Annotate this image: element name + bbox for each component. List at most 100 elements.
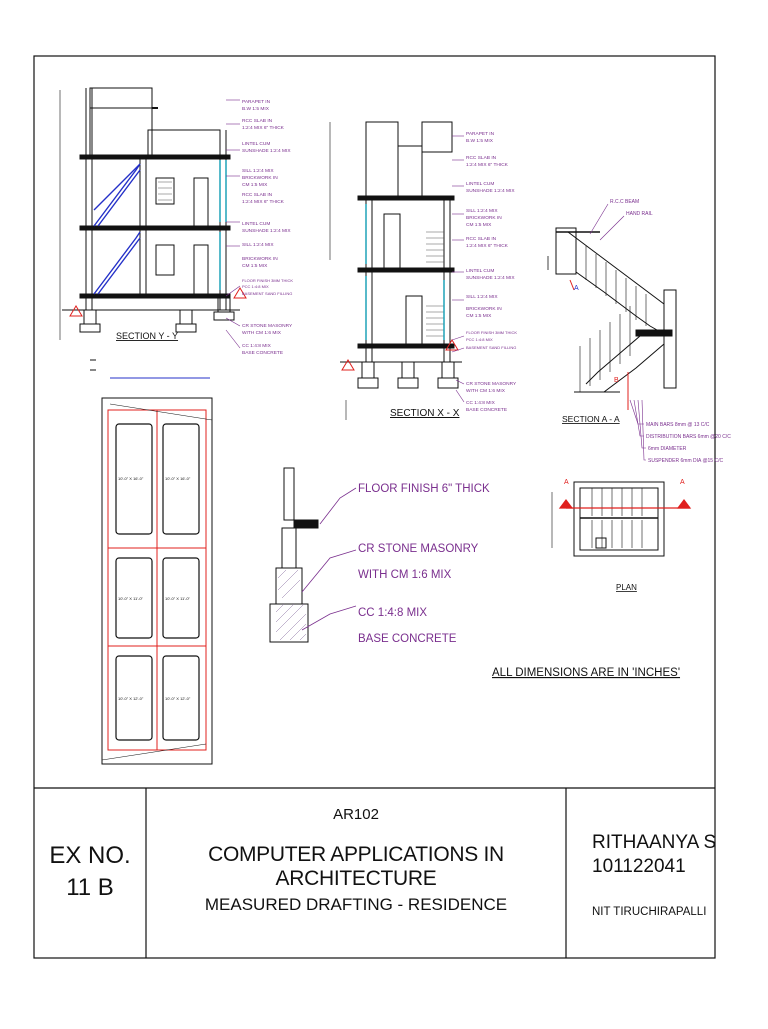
room-label: 10'-0" X 11'-0" [165,596,191,601]
section-yy-note: BRICKWORK IN [242,175,278,181]
stair-note-beam: R.C.C BEAM [610,199,639,205]
roll-no: 101122041 [592,856,686,877]
section-xx-note: CC 1:4:8 MIX [466,400,496,406]
stair-plan-cut-line [558,499,692,509]
section-yy-cyan-accents [219,160,227,290]
section-xx-note: SUNSHADE 1:2:4 MIX [466,188,515,194]
section-xx-note: BASEMENT SAND FILLING [466,345,516,350]
section-xx-title: SECTION X - X [390,408,460,419]
room-label: 10'-0" X 11'-0" [118,596,144,601]
section-yy-note: FLOOR FINISH 3MM THICK [242,278,293,283]
stair-reinforcement-note: SUSPENDER 6mm DIA @15 C/C [648,458,723,464]
ex-no-cell: EX NO. 11 B [34,840,146,904]
section-yy-note: CM 1:5 MIX [242,182,268,188]
section-yy-leaders [225,99,241,349]
section-xx-note: RCC SLAB IN [466,236,497,242]
section-xx-note: CM 1:5 MIX [466,222,492,228]
section-yy-title: SECTION Y - Y [116,331,178,341]
floor-plan-drawing [101,397,213,765]
section-yy-note: B.W 1:5 MIX [242,106,270,112]
stair-reinforcement-note: DISTRIBUTION BARS 6mm @20 C/C [646,434,731,440]
dimension-note: ALL DIMENSIONS ARE IN 'INCHES' [492,667,680,679]
footing-detail-notes: FLOOR FINISH 6" THICK CR STONE MASONRY W… [358,483,490,645]
stair-top-leaders [589,203,625,241]
footing-note: CR STONE MASONRY [358,543,479,555]
room-label: 10'-0" X 16'-0" [118,476,144,481]
stair-plan-marker-left: A [564,479,569,486]
section-yy-note: LINTEL CUM [242,221,270,227]
section-xx-note: PCC 1:4:8 MIX [466,337,493,342]
section-xx-notes: PARAPET IN B.W 1:5 MIX RCC SLAB IN 1:2:4… [466,131,517,413]
footing-detail-leaders [301,487,357,631]
course-code: AR102 [333,806,379,823]
section-yy-drawing [62,87,240,333]
floor-plan-room-labels: 10'-0" X 16'-0" 10'-0" X 16'-0" 10'-0" X… [118,476,191,701]
section-xx-note: PARAPET IN [466,131,495,137]
section-xx-note: 1:2:4 MIX 6" THICK [466,162,509,168]
stair-plan-drawing [573,481,665,557]
section-yy-note: LINTEL CUM [242,141,270,147]
section-yy-note: CR STONE MASONRY [242,323,293,329]
student-name: RITHAANYA S [592,832,717,853]
footing-note: WITH CM 1:6 MIX [358,569,452,581]
footing-note: BASE CONCRETE [358,633,457,645]
section-xx-note: SILL 1:2:4 MIX [466,294,498,300]
section-yy-note: CM 1:5 MIX [242,263,268,269]
ex-no-label: EX NO. [49,842,131,869]
sheet-border [33,55,716,959]
section-xx-cyan-accents [365,204,445,340]
stair-plan-title: PLAN [616,583,637,592]
section-yy-note: PARAPET IN [242,99,271,105]
stair-reinforcement-notes: MAIN BARS 8mm @ 13 C/C DISTRIBUTION BARS… [646,422,731,464]
section-yy-note: SUNSHADE 1:2:4 MIX [242,148,291,154]
section-xx-note: LINTEL CUM [466,268,494,274]
section-xx-drawing [340,121,462,389]
section-yy-note: SUNSHADE 1:2:4 MIX [242,228,291,234]
stair-section-drawing [555,227,677,393]
section-yy-note: RCC SLAB IN [242,118,273,124]
section-xx-note: LINTEL CUM [466,181,494,187]
stair-reinforcement-note: MAIN BARS 8mm @ 13 C/C [646,422,710,428]
drawing-title: MEASURED DRAFTING - RESIDENCE [204,895,508,914]
section-xx-note: CR STONE MASONRY [466,381,517,387]
section-yy-note: BRICKWORK IN [242,256,278,262]
section-xx-note: RCC SLAB IN [466,155,497,161]
section-xx-note: SILL 1:2:4 MIX [466,208,498,214]
section-xx-note: SUNSHADE 1:2:4 MIX [466,275,515,281]
section-yy-stairs [93,163,141,295]
section-yy-note: WITH CM 1:6 MIX [242,330,282,336]
section-xx-note: CM 1:5 MIX [466,313,492,319]
section-yy-level-marks [69,287,247,317]
section-xx-leaders [451,135,465,403]
section-yy-note: RCC SLAB IN [242,192,273,198]
section-xx-note: WITH CM 1:6 MIX [466,388,506,394]
stair-section-marker: A [574,285,579,292]
section-yy-note: 1:2:4 MIX 6" THICK [242,199,285,205]
stair-note-handrail: HAND RAIL [626,211,653,217]
stair-reinforcement-note: 6mm DIAMETER [648,446,687,452]
institute: NIT TIRUCHIRAPALLI [592,906,707,918]
section-xx-note: BASE CONCRETE [466,407,507,413]
stair-section-title: SECTION A - A [562,414,620,424]
room-label: 10'-0" X 12'-0" [165,696,191,701]
section-yy-note: BASE CONCRETE [242,350,283,356]
footing-detail-hatch [275,569,307,641]
section-xx-note: 1:2:4 MIX 6" THICK [466,243,509,249]
ex-no-value: 11 B [66,874,114,901]
section-yy-note: PCC 1:4:8 MIX [242,284,269,289]
section-xx-note: BRICKWORK IN [466,215,502,221]
section-xx-note: FLOOR FINISH 3MM THICK [466,330,517,335]
section-yy-note: CC 1:4:8 MIX [242,343,272,349]
stair-red-accents [569,279,629,410]
section-xx-note: BRICKWORK IN [466,306,502,312]
footing-note: CC 1:4:8 MIX [358,607,427,619]
room-label: 10'-0" X 12'-0" [118,696,144,701]
room-label: 10'-0" X 16'-0" [165,476,191,481]
stair-point-label: B [614,377,619,384]
section-xx-note: B.W 1:5 MIX [466,138,494,144]
section-yy-note: BASEMENT SAND FILLING [242,291,292,296]
section-yy-notes: PARAPET IN B.W 1:5 MIX RCC SLAB IN 1:2:4… [242,99,293,356]
stair-plan-marker-right: A [680,479,685,486]
